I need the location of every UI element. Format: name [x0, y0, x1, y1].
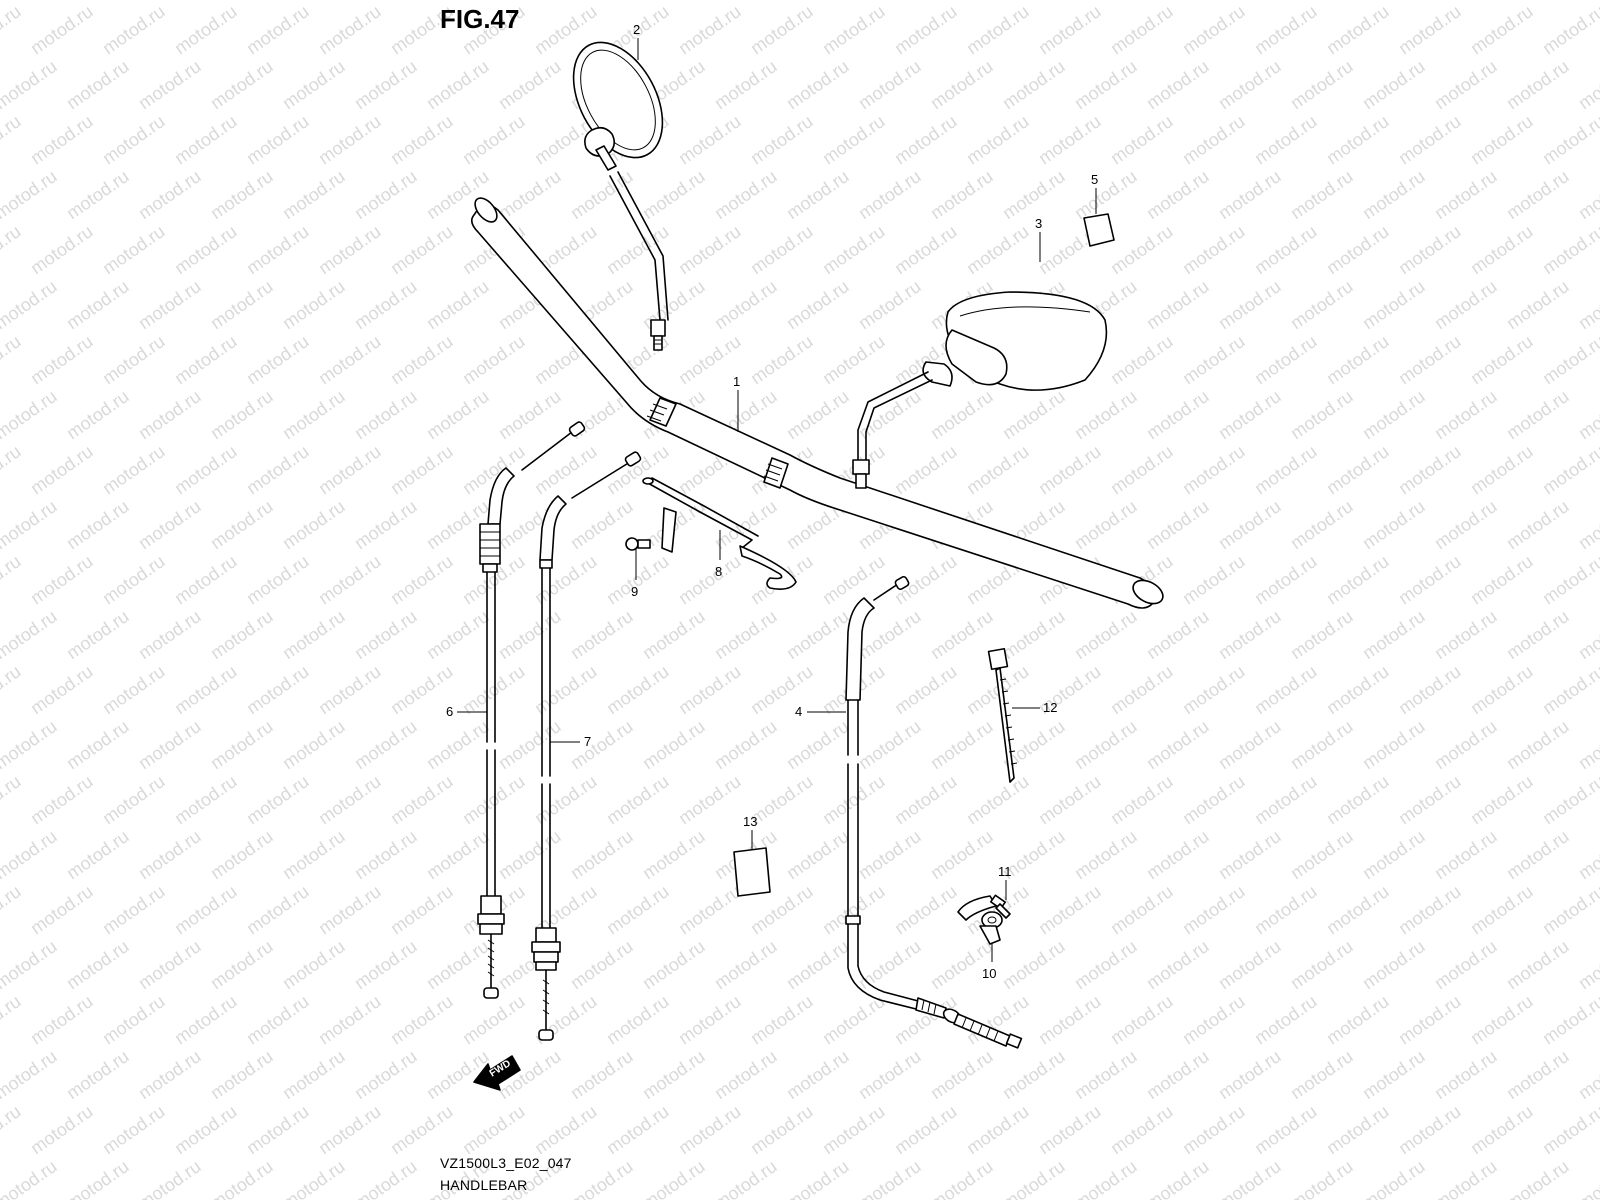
callout-8: 8: [715, 564, 722, 579]
callout-13: 13: [743, 814, 757, 829]
watermark-text: motod.ru: [1575, 0, 1600, 3]
leader-lines: [457, 38, 1097, 962]
diagram-code: VZ1500L3_E02_047: [440, 1155, 572, 1171]
callout-2: 2: [633, 22, 640, 37]
callout-4: 4: [795, 704, 802, 719]
callout-11: 11: [998, 864, 1012, 879]
callout-5: 5: [1091, 172, 1098, 187]
label-sheet-13: [733, 847, 771, 897]
callout-numbers: 2 1 3 4 5 6 7 8 9 10 11 12 13: [446, 22, 1098, 981]
callout-7: 7: [584, 734, 591, 749]
label-sheet-5: [1083, 213, 1115, 247]
callout-1: 1: [733, 374, 740, 389]
callout-6: 6: [446, 704, 453, 719]
forward-arrow: FWD: [473, 1055, 521, 1091]
callout-3: 3: [1035, 216, 1042, 231]
handlebar-part: [470, 197, 1164, 609]
callout-9: 9: [631, 584, 638, 599]
right-mirror-part: [852, 291, 1108, 489]
callout-12: 12: [1043, 700, 1057, 715]
throttle-cable-6: [477, 421, 586, 999]
diagram-name: HANDLEBAR: [440, 1177, 528, 1193]
cable-tie-12: [987, 647, 1018, 783]
screw-9: [625, 537, 651, 551]
callout-10: 10: [982, 966, 996, 981]
